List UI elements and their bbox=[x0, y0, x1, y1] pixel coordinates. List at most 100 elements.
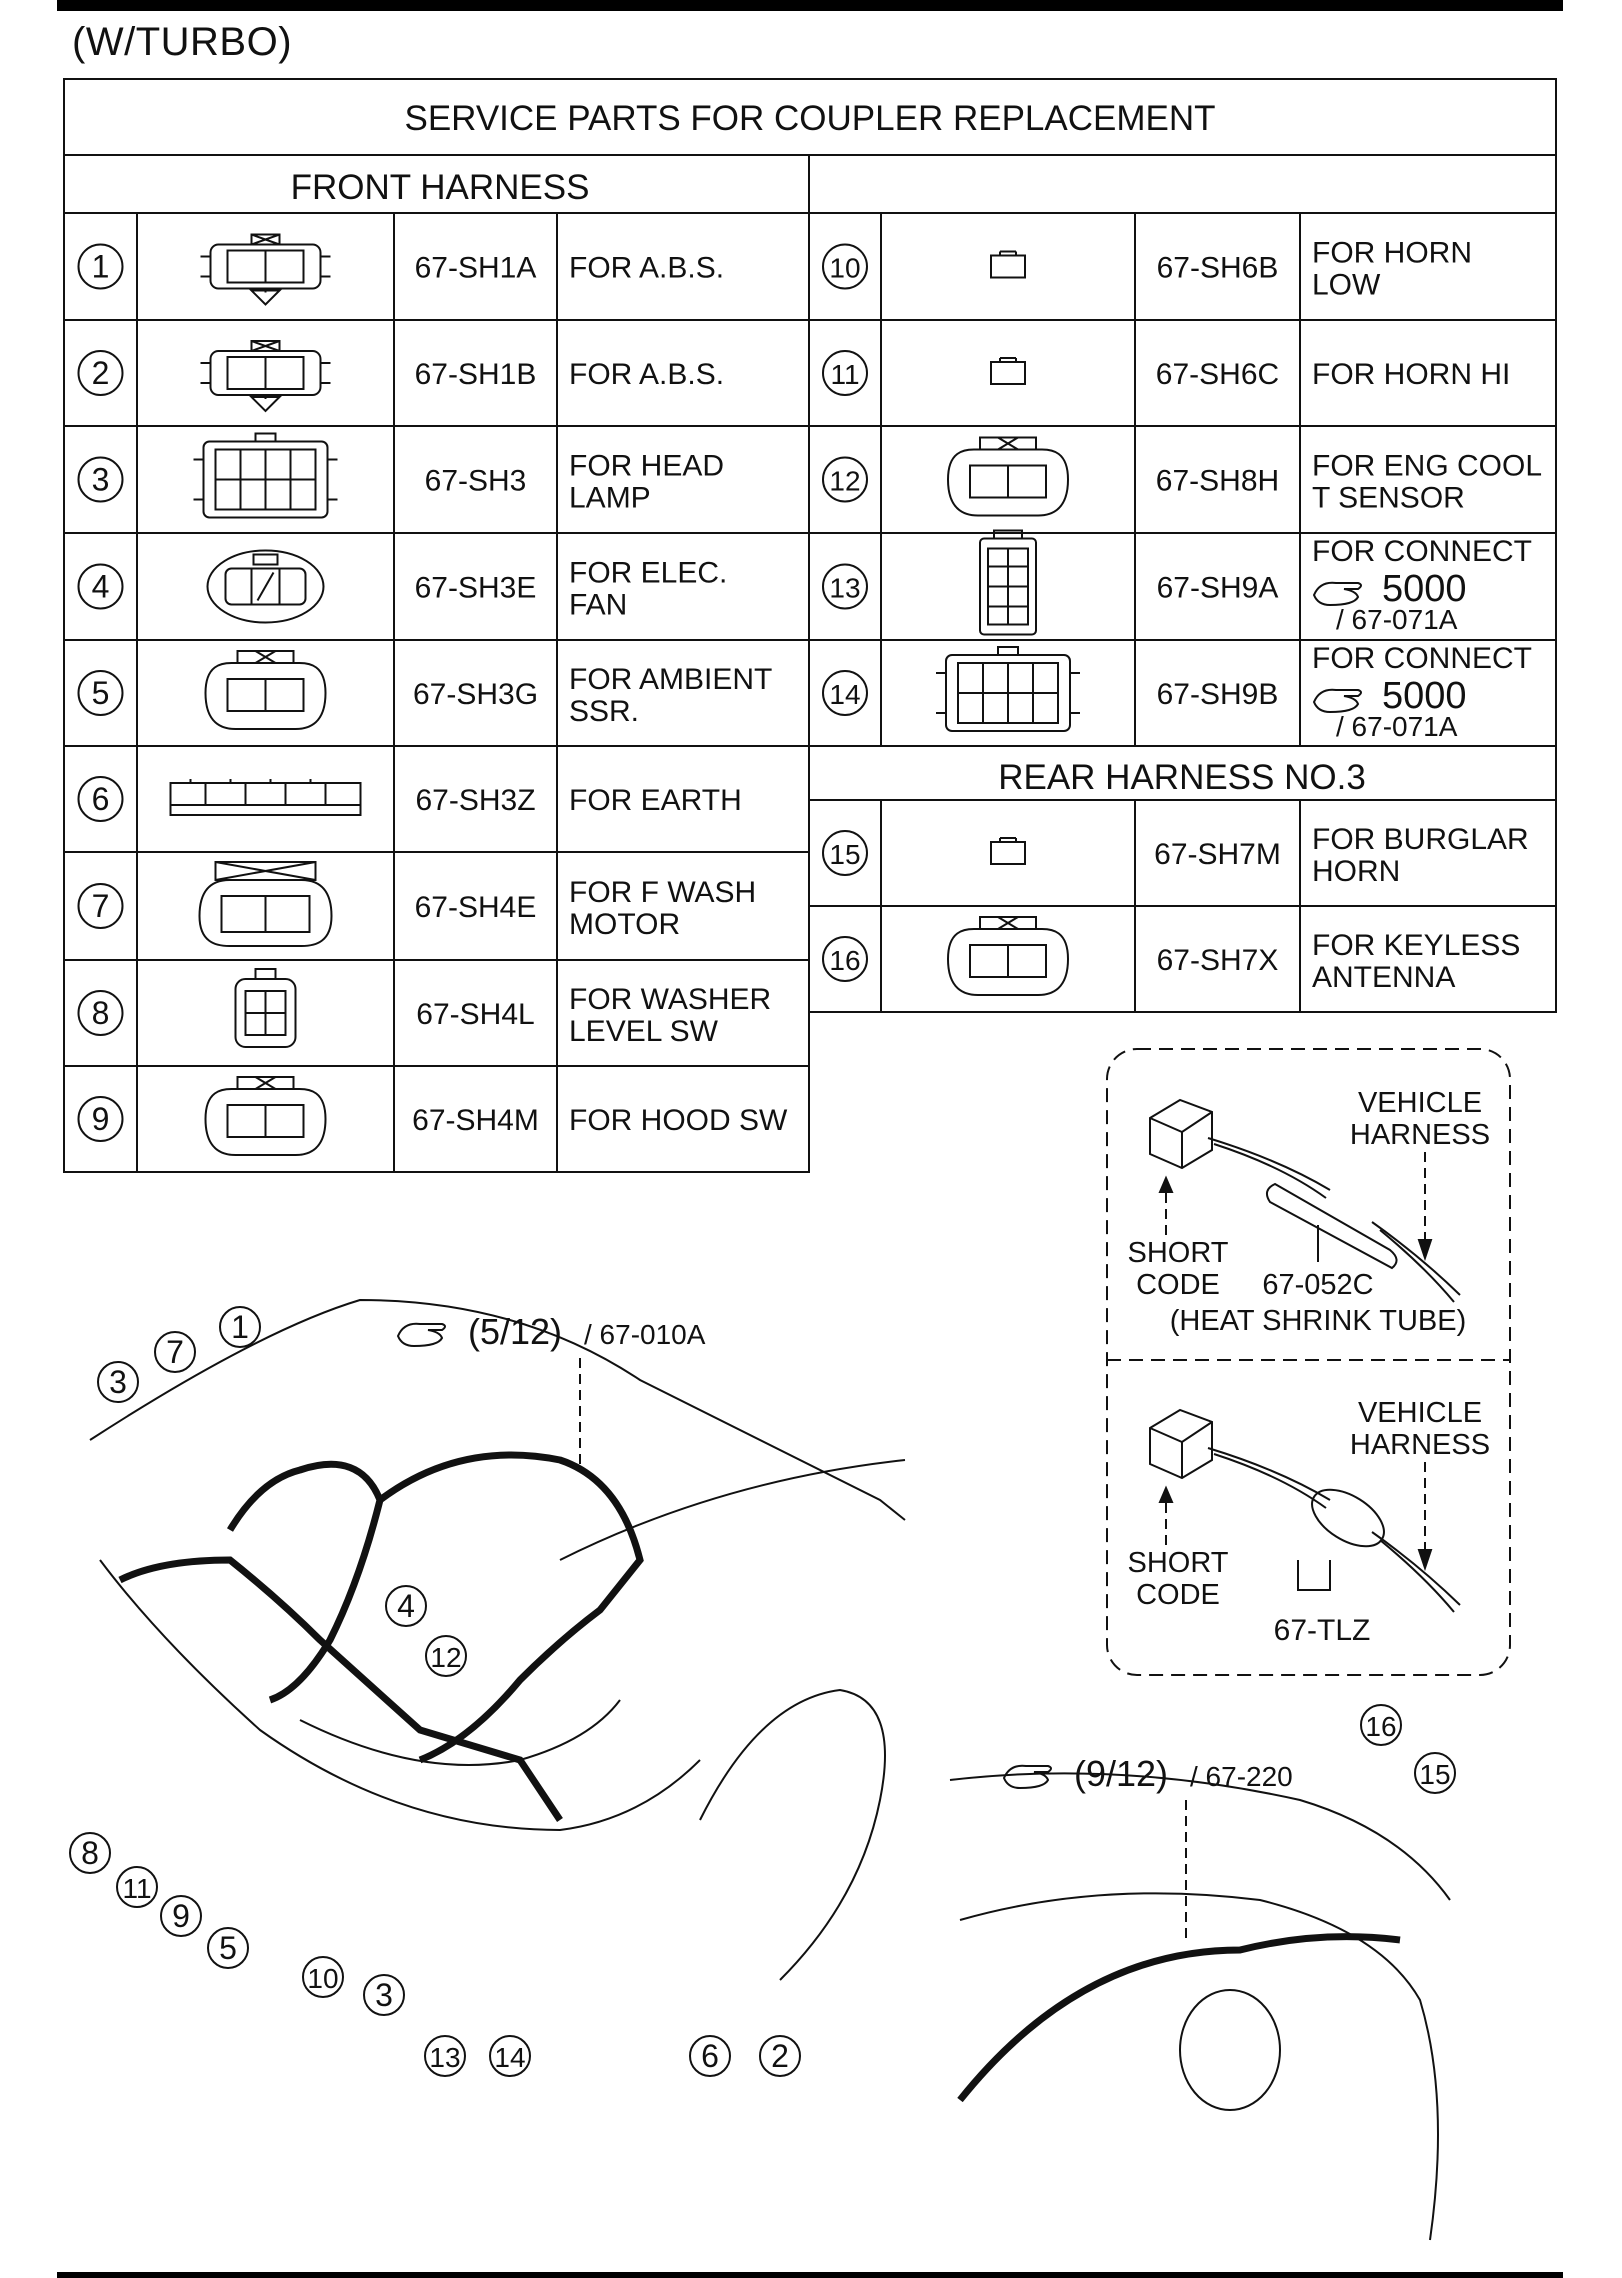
callout-number: 13 bbox=[429, 2042, 460, 2073]
callout-number: 4 bbox=[92, 569, 110, 605]
callout-number: 9 bbox=[172, 1898, 190, 1934]
connector-round-icon bbox=[206, 549, 325, 624]
callout-8: 8 bbox=[77, 990, 124, 1036]
hood-outline bbox=[89, 1298, 906, 1521]
callout-16: 16 bbox=[822, 936, 868, 982]
callout-circle bbox=[302, 1956, 344, 1998]
part-description: FAN bbox=[569, 589, 627, 622]
callout-circle bbox=[489, 2035, 531, 2077]
callout-circle bbox=[97, 1361, 139, 1403]
callout-number: 7 bbox=[92, 888, 110, 924]
part-number-label: 67-052C bbox=[1262, 1269, 1373, 1301]
callout-circle bbox=[1360, 1704, 1402, 1746]
callout-circle bbox=[77, 670, 124, 716]
part-description-label: (HEAT SHRINK TUBE) bbox=[1170, 1305, 1467, 1337]
callout-number: 2 bbox=[92, 355, 110, 391]
callout-1: 1 bbox=[77, 243, 124, 290]
callout-circle bbox=[385, 1585, 427, 1627]
wiring-harness bbox=[118, 1556, 563, 1822]
callout-9: 9 bbox=[77, 1096, 124, 1142]
part-description: T SENSOR bbox=[1312, 482, 1465, 515]
callout-number: 8 bbox=[92, 995, 110, 1031]
reference-main: (9/12) bbox=[1074, 1753, 1168, 1794]
callout-number: 6 bbox=[701, 2038, 719, 2074]
callout-3: 3 bbox=[77, 456, 124, 503]
reference-sub: / 67-220 bbox=[1190, 1761, 1293, 1792]
callout-circle bbox=[822, 243, 868, 290]
wheel-arch bbox=[699, 1688, 886, 1981]
connector-box-icon bbox=[990, 250, 1026, 279]
part-description: FOR CONNECT bbox=[1312, 642, 1532, 675]
front-harness-header: FRONT HARNESS bbox=[291, 168, 590, 207]
callout-7: 7 bbox=[77, 883, 124, 929]
callout-number: 8 bbox=[81, 1835, 99, 1871]
vehicle-harness-label: VEHICLE bbox=[1358, 1087, 1482, 1119]
part-description: FOR KEYLESS bbox=[1312, 929, 1520, 962]
callout-4: 4 bbox=[385, 1585, 427, 1627]
callout-circle bbox=[822, 670, 868, 716]
part-description: FOR A.B.S. bbox=[569, 358, 724, 391]
callout-circle bbox=[822, 456, 868, 503]
short-code-label: CODE bbox=[1136, 1579, 1220, 1611]
callout-5: 5 bbox=[77, 670, 124, 716]
reference-number: 5000 bbox=[1382, 675, 1467, 717]
callout-number: 3 bbox=[375, 1977, 393, 2013]
callout-circle bbox=[154, 1331, 196, 1373]
reference-page: / 67-071A bbox=[1336, 711, 1458, 742]
reference-main: (5/12) bbox=[468, 1311, 562, 1352]
part-description: FOR WASHER bbox=[569, 983, 771, 1016]
part-code: 67-SH3Z bbox=[415, 784, 535, 817]
reference-number: 5000 bbox=[1382, 568, 1467, 610]
short-code-label: SHORT bbox=[1128, 1237, 1229, 1269]
callout-number: 10 bbox=[307, 1963, 338, 1994]
repair-block bbox=[1149, 1408, 1461, 1613]
callout-circle bbox=[1414, 1752, 1456, 1794]
table-title: SERVICE PARTS FOR COUPLER REPLACEMENT bbox=[404, 99, 1215, 138]
connector-oval-icon bbox=[946, 916, 1070, 996]
bumper-outline bbox=[959, 1892, 1439, 2241]
callout-circle bbox=[77, 456, 124, 503]
part-description: FOR ENG COOL bbox=[1312, 450, 1542, 483]
callout-circle bbox=[822, 936, 868, 982]
callout-number: 16 bbox=[1365, 1711, 1396, 1742]
part-description: FOR AMBIENT bbox=[569, 663, 772, 696]
part-description: FOR F WASH bbox=[569, 876, 756, 909]
callout-13: 13 bbox=[424, 2035, 466, 2077]
part-description: LAMP bbox=[569, 482, 651, 515]
wiring-harness bbox=[226, 1460, 384, 1704]
vehicle-harness-label: HARNESS bbox=[1350, 1429, 1490, 1461]
callout-circle bbox=[219, 1306, 261, 1348]
callout-circle bbox=[77, 350, 124, 396]
reference-sub: / 67-010A bbox=[584, 1319, 706, 1350]
callout-circle bbox=[822, 563, 868, 610]
part-description: LOW bbox=[1312, 269, 1381, 302]
callout-number: 2 bbox=[771, 2038, 789, 2074]
reference-page: / 67-071A bbox=[1336, 604, 1458, 635]
callout-3: 3 bbox=[363, 1974, 405, 2016]
part-description: MOTOR bbox=[569, 908, 680, 941]
callout-10: 10 bbox=[822, 243, 868, 290]
callout-number: 1 bbox=[92, 249, 110, 285]
callout-13: 13 bbox=[822, 563, 868, 610]
part-description: FOR ELEC. bbox=[569, 557, 727, 590]
part-code: 67-SH8H bbox=[1156, 465, 1279, 498]
part-description: FOR HORN bbox=[1312, 237, 1472, 270]
part-code: 67-SH9A bbox=[1157, 572, 1279, 605]
callout-15: 15 bbox=[1414, 1752, 1456, 1794]
top-rule bbox=[57, 0, 1563, 11]
wire bbox=[1371, 1221, 1461, 1296]
reference-hand-icon bbox=[1312, 581, 1362, 607]
short-code-connector-icon bbox=[1149, 1408, 1213, 1480]
